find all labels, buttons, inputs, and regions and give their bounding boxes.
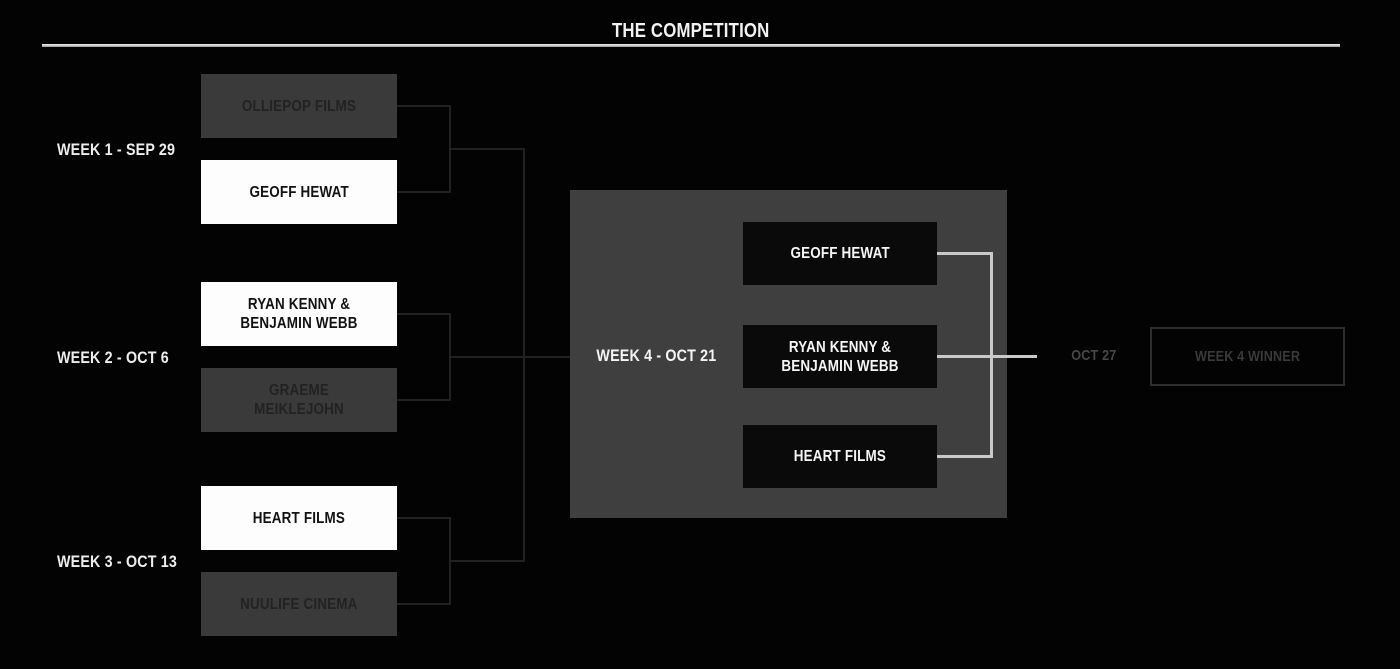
entrant-box-geoff-hewat: GEOFF HEWAT — [201, 160, 397, 224]
connector-final-top — [937, 252, 993, 255]
finalist-box-ryan-kenny-benjamin-webb: RYAN KENNY & BENJAMIN WEBB — [743, 325, 937, 388]
connector-week3-bottom — [397, 603, 451, 605]
page-title: THE COMPETITION — [42, 20, 1340, 43]
connector-week3-out — [449, 560, 525, 562]
entrant-box-heart-films: HEART FILMS — [201, 486, 397, 550]
entrant-box-nuulife-cinema: NUULIFE CINEMA — [201, 572, 397, 636]
title-underline — [42, 44, 1340, 47]
connector-main-vertical — [523, 148, 525, 562]
connector-week1-out — [449, 148, 525, 150]
connector-week2-out — [449, 356, 570, 358]
connector-final-vertical — [990, 252, 993, 458]
connector-final-bottom — [937, 455, 993, 458]
round-label-week2: WEEK 2 - OCT 6 — [57, 348, 169, 367]
entrant-box-ryan-kenny-benjamin-webb: RYAN KENNY & BENJAMIN WEBB — [201, 282, 397, 346]
entrant-box-graeme-meiklejohn: GRAEME MEIKLEJOHN — [201, 368, 397, 432]
connector-week3-top — [397, 517, 451, 519]
connector-week1-bottom — [397, 191, 451, 193]
round-label-week3: WEEK 3 - OCT 13 — [57, 552, 177, 571]
round-label-week1: WEEK 1 - SEP 29 — [57, 140, 176, 159]
finalist-box-geoff-hewat: GEOFF HEWAT — [743, 222, 937, 285]
final-round-label: WEEK 4 - OCT 21 — [596, 346, 717, 365]
connector-final-out — [937, 355, 1037, 358]
final-date-label: OCT 27 — [1071, 347, 1117, 364]
connector-week2-bottom — [397, 399, 451, 401]
finalist-box-heart-films: HEART FILMS — [743, 425, 937, 488]
connector-week1-top — [397, 105, 451, 107]
entrant-box-olliepop-films: OLLIEPOP FILMS — [201, 74, 397, 138]
page-title-text: THE COMPETITION — [612, 20, 770, 42]
winner-placeholder-box: WEEK 4 WINNER — [1150, 327, 1345, 386]
connector-week2-top — [397, 313, 451, 315]
